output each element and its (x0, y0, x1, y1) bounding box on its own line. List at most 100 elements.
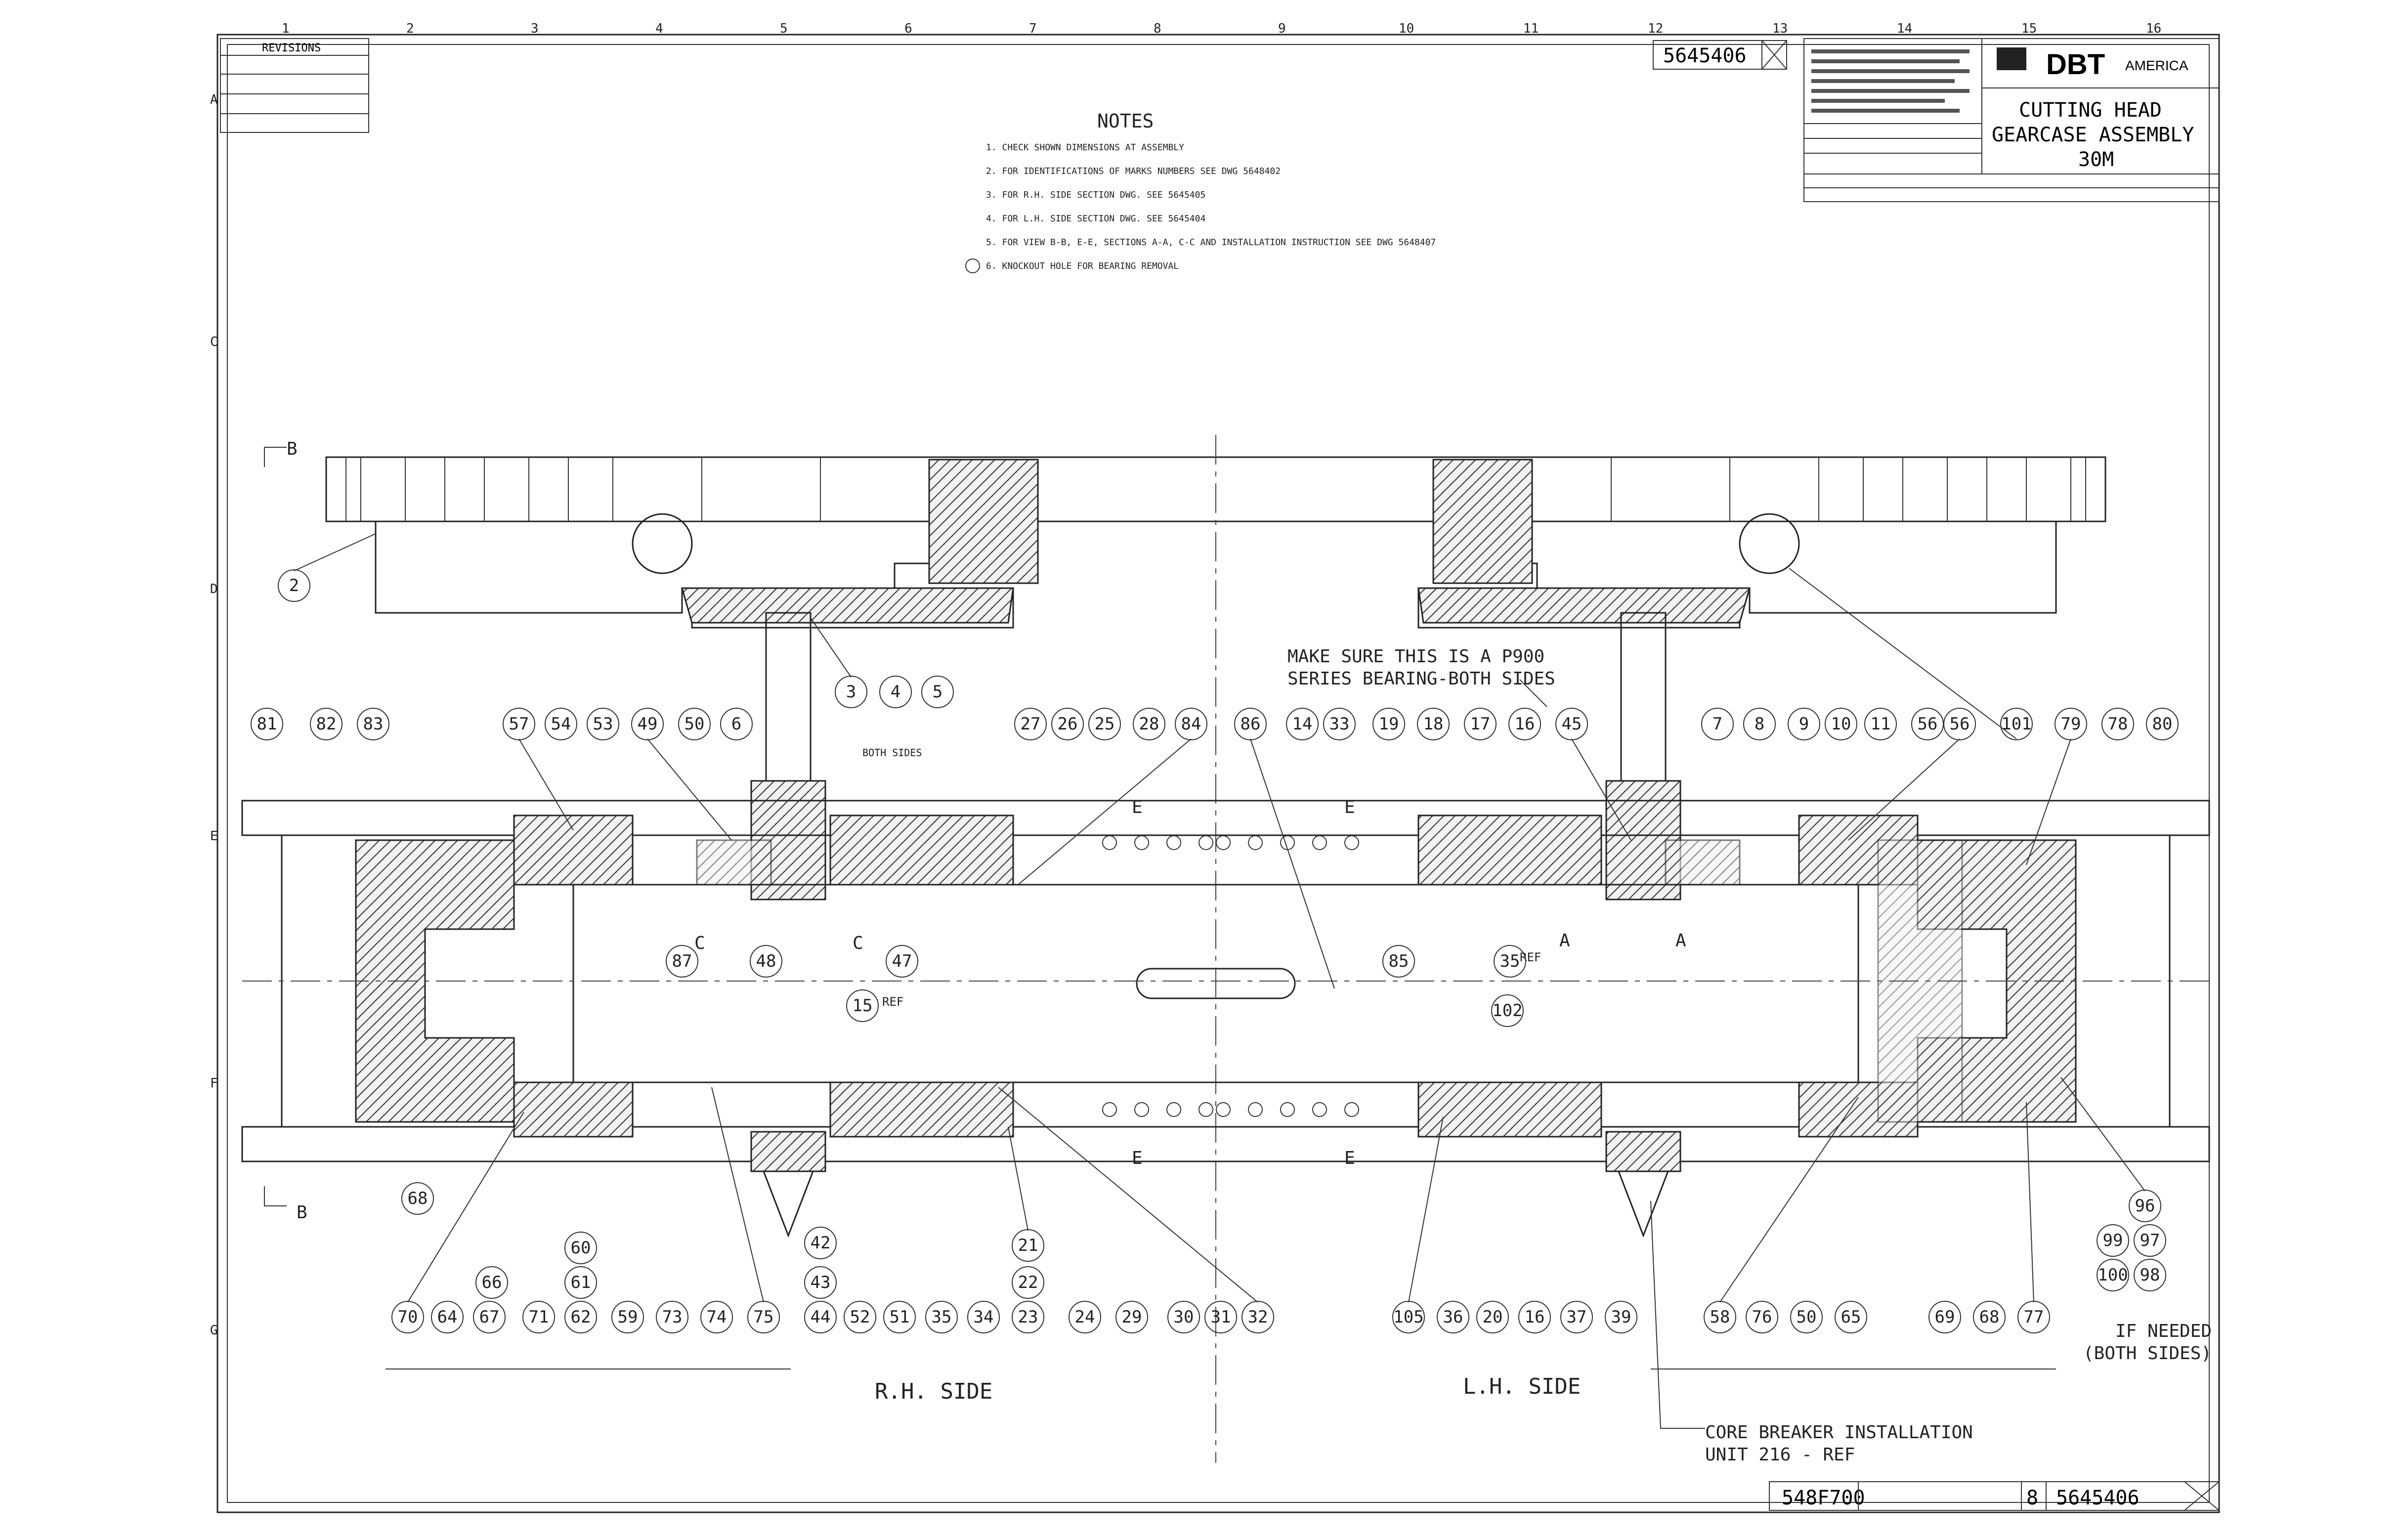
bottom-title-strip: 548F700 8 5645406 (1769, 1481, 2220, 1511)
svg-text:51: 51 (890, 1307, 910, 1327)
svg-text:79: 79 (2061, 714, 2081, 734)
svg-text:56: 56 (1918, 714, 1938, 734)
svg-text:13: 13 (1772, 21, 1788, 36)
svg-text:3: 3 (846, 682, 856, 702)
svg-text:4: 4 (891, 682, 900, 702)
svg-text:74: 74 (707, 1307, 727, 1327)
balloons-top-row (251, 708, 2179, 740)
svg-text:E: E (1132, 1148, 1143, 1168)
svg-text:65: 65 (1841, 1307, 1861, 1327)
svg-text:16: 16 (1515, 714, 1535, 734)
svg-text:7: 7 (1713, 714, 1722, 734)
svg-text:33: 33 (1329, 714, 1350, 734)
svg-text:27: 27 (1021, 714, 1041, 734)
svg-text:20: 20 (1483, 1307, 1503, 1327)
annotations: MAKE SURE THIS IS A P900 SERIES BEARING-… (264, 439, 2212, 1465)
title-block: DBT AMERICA CUTTING HEAD GEARCASE ASSEMB… (1803, 38, 2220, 202)
svg-text:64: 64 (437, 1307, 458, 1327)
svg-text:16: 16 (1525, 1307, 1545, 1327)
svg-text:21: 21 (1018, 1236, 1038, 1255)
svg-text:9: 9 (1799, 714, 1809, 734)
svg-text:19: 19 (1379, 714, 1399, 734)
svg-text:35: 35 (932, 1307, 952, 1327)
svg-text:5: 5 (780, 21, 788, 36)
svg-text:C: C (694, 933, 705, 953)
outer-border (216, 34, 2220, 1513)
svg-text:96: 96 (2135, 1196, 2155, 1216)
svg-text:1. CHECK SHOWN DIMENSIONS AT A: 1. CHECK SHOWN DIMENSIONS AT ASSEMBLY (986, 142, 1184, 153)
svg-text:24: 24 (1075, 1307, 1095, 1327)
svg-text:56: 56 (1950, 714, 1970, 734)
upper-housing (325, 435, 2106, 1463)
svg-text:68: 68 (1979, 1307, 2000, 1327)
svg-text:15: 15 (2021, 21, 2037, 36)
svg-text:22: 22 (1018, 1273, 1038, 1292)
svg-text:A: A (1675, 931, 1686, 951)
svg-text:23: 23 (1018, 1307, 1038, 1327)
svg-text:97: 97 (2140, 1231, 2160, 1250)
svg-text:4. FOR L.H. SIDE SECTION DWG.: 4. FOR L.H. SIDE SECTION DWG. SEE 564540… (986, 214, 1205, 224)
svg-text:GEARCASE ASSEMBLY: GEARCASE ASSEMBLY (1992, 124, 2194, 146)
svg-text:47: 47 (892, 951, 912, 971)
svg-text:14: 14 (1292, 714, 1313, 734)
svg-text:61: 61 (571, 1273, 591, 1292)
svg-text:E: E (1344, 1148, 1355, 1168)
svg-text:8: 8 (2026, 1487, 2038, 1509)
balloon-labels-bottom: 70 64 67 71 62 59 73 74 75 44 52 51 35 3… (398, 1307, 2044, 1327)
svg-text:A: A (1559, 931, 1570, 951)
svg-text:DBT: DBT (2046, 48, 2105, 81)
svg-text:16: 16 (2146, 21, 2161, 36)
svg-text:11: 11 (1523, 21, 1539, 36)
svg-text:29: 29 (1122, 1307, 1142, 1327)
bolt-holes (1102, 835, 1359, 1117)
svg-text:14: 14 (1897, 21, 1912, 36)
svg-text:6: 6 (904, 21, 912, 36)
svg-text:CORE BREAKER INSTALLATION: CORE BREAKER INSTALLATION (1705, 1422, 1973, 1443)
svg-text:26: 26 (1058, 714, 1078, 734)
svg-text:53: 53 (593, 714, 613, 734)
balloons-bottom-row (391, 1301, 2050, 1333)
balloon-labels-mid-left: 3 4 5 2 87 48 47 15 68 66 60 61 42 43 21… (289, 576, 1038, 1292)
svg-text:34: 34 (974, 1307, 994, 1327)
svg-text:30: 30 (1174, 1307, 1194, 1327)
svg-text:57: 57 (509, 714, 529, 734)
svg-text:E: E (1344, 797, 1355, 817)
svg-text:84: 84 (1181, 714, 1201, 734)
svg-text:67: 67 (479, 1307, 500, 1327)
svg-text:68: 68 (408, 1189, 428, 1208)
svg-text:8: 8 (1755, 714, 1764, 734)
svg-text:44: 44 (811, 1307, 831, 1327)
svg-text:36: 36 (1443, 1307, 1463, 1327)
svg-text:69: 69 (1935, 1307, 1955, 1327)
svg-text:100: 100 (2098, 1265, 2128, 1285)
svg-text:SERIES BEARING-BOTH SIDES: SERIES BEARING-BOTH SIDES (1287, 669, 1555, 689)
svg-text:42: 42 (811, 1233, 831, 1253)
svg-text:548F700: 548F700 (1782, 1487, 1865, 1509)
svg-text:E: E (1132, 797, 1143, 817)
svg-text:5645406: 5645406 (2056, 1487, 2140, 1509)
svg-text:C: C (210, 335, 218, 349)
svg-text:59: 59 (618, 1307, 638, 1327)
svg-text:31: 31 (1211, 1307, 1231, 1327)
svg-text:3. FOR R.H. SIDE SECTION DWG.: 3. FOR R.H. SIDE SECTION DWG. SEE 564540… (986, 190, 1205, 200)
svg-text:77: 77 (2024, 1307, 2044, 1327)
svg-text:15: 15 (853, 996, 873, 1016)
svg-text:101: 101 (2001, 714, 2031, 734)
svg-text:6. KNOCKOUT HOLE FOR BEARING R: 6. KNOCKOUT HOLE FOR BEARING REMOVAL (986, 261, 1179, 271)
svg-text:7: 7 (1029, 21, 1037, 36)
svg-text:32: 32 (1248, 1307, 1268, 1327)
notes-block: NOTES 1. CHECK SHOWN DIMENSIONS AT ASSEM… (965, 110, 1436, 273)
svg-text:AMERICA: AMERICA (2125, 58, 2188, 73)
inner-border (227, 44, 2210, 1503)
svg-text:IF NEEDED: IF NEEDED (2115, 1321, 2212, 1341)
svg-text:2: 2 (406, 21, 414, 36)
svg-text:66: 66 (482, 1273, 502, 1292)
zone-columns-top: 1 2 3 4 5 6 7 8 9 10 11 12 13 14 15 16 (282, 21, 2161, 36)
svg-text:82: 82 (316, 714, 337, 734)
svg-text:5645406: 5645406 (1663, 44, 1747, 67)
svg-text:B: B (287, 439, 298, 459)
svg-text:73: 73 (662, 1307, 683, 1327)
svg-text:2: 2 (289, 576, 299, 596)
svg-text:8: 8 (1154, 21, 1161, 36)
svg-text:45: 45 (1562, 714, 1582, 734)
